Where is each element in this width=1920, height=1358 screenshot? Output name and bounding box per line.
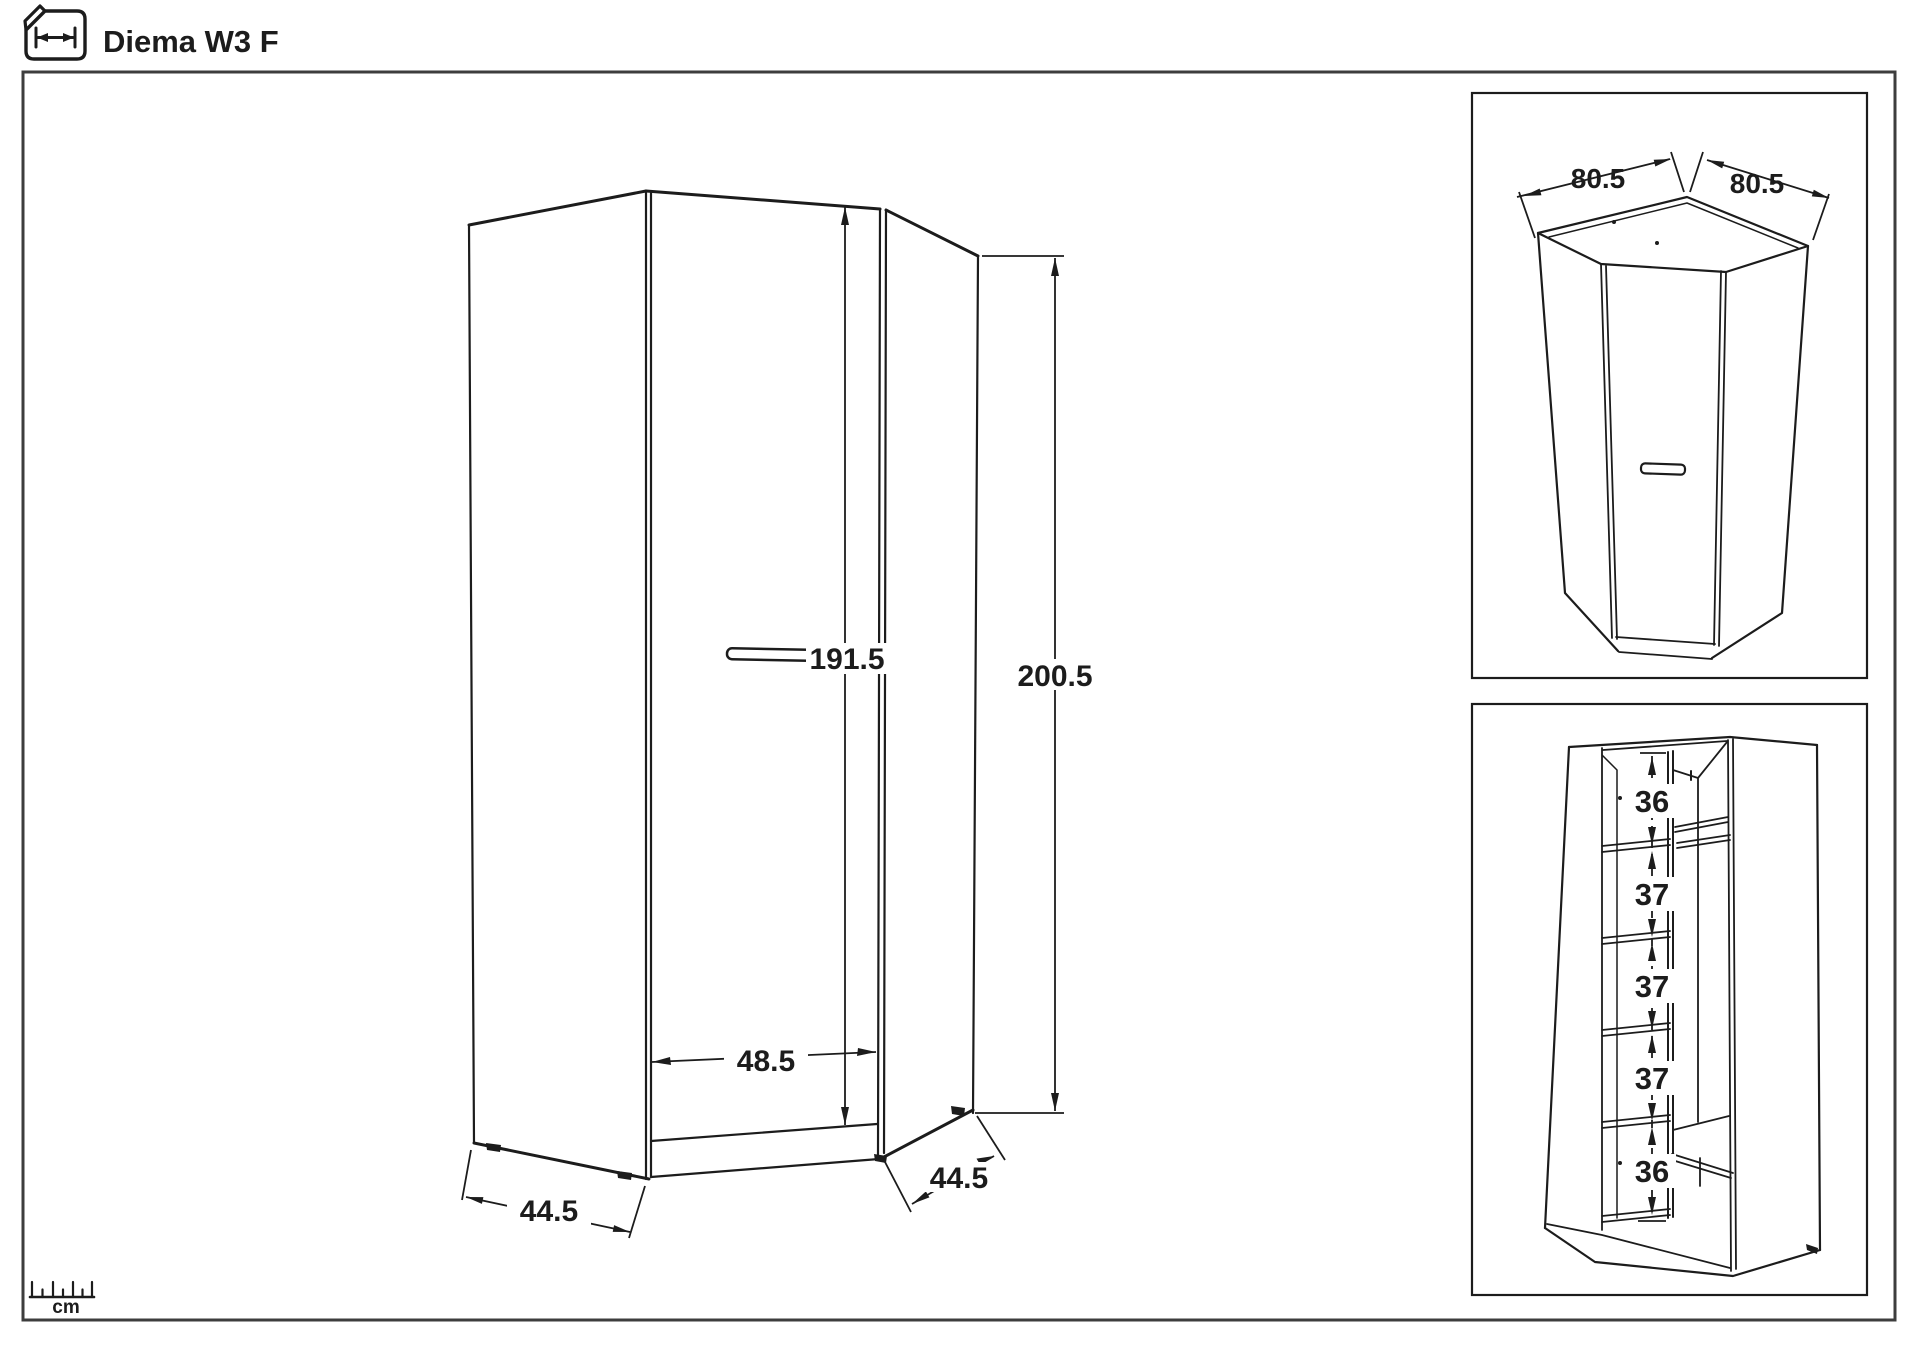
top-view: 80.5 80.5	[1516, 151, 1830, 660]
dim-door-width-label: 48.5	[737, 1045, 795, 1078]
door-handle	[725, 646, 815, 663]
dim-interior-sections: 36 37 37 37 36	[1628, 752, 1676, 1222]
section-height-label: 36	[1635, 1154, 1669, 1189]
footer-scale: cm	[28, 1280, 96, 1318]
dimension-arrow-icon	[23, 4, 87, 61]
dim-door-height: 191.5	[806, 207, 888, 1125]
dim-door-height-label: 191.5	[809, 643, 884, 676]
dim-total-height: 200.5	[975, 255, 1097, 1114]
dim-left-depth-label: 44.5	[520, 1195, 578, 1228]
ruler-icon	[28, 1280, 96, 1299]
section-height-label: 36	[1635, 784, 1669, 819]
section-height-label: 37	[1635, 969, 1669, 1004]
header: Diema W3 F	[23, 4, 279, 61]
dim-top-right-width: 80.5	[1706, 159, 1830, 241]
dim-right-depth: 44.5	[884, 1115, 1006, 1213]
cabinet-foot	[486, 1143, 501, 1152]
interior-view-panel-frame	[1470, 702, 1869, 1297]
drawing-frame	[21, 70, 1897, 1322]
dim-top-right-width-label: 80.5	[1730, 168, 1785, 199]
unit-label: cm	[52, 1297, 79, 1318]
door-handle-top-view	[1639, 462, 1687, 476]
cabinet-foot	[951, 1106, 965, 1116]
cabinet-foot	[874, 1154, 887, 1163]
dim-left-depth: 44.5	[461, 1149, 646, 1239]
cabinet-foot	[617, 1171, 632, 1180]
main-front-view: 191.5 200.5 48.5 44.5	[461, 189, 1097, 1239]
dim-top-left-width: 80.5	[1516, 151, 1704, 239]
section-height-label: 37	[1635, 1061, 1669, 1096]
dim-door-width: 48.5	[651, 1043, 877, 1078]
dim-right-depth-label: 44.5	[930, 1162, 988, 1195]
top-view-panel-frame	[1470, 91, 1869, 680]
dim-top-left-width-label: 80.5	[1571, 163, 1626, 194]
clothes-rail	[1674, 816, 1729, 833]
section-height-label: 37	[1635, 877, 1669, 912]
interior-view: 36 37 37 37 36	[1543, 735, 1822, 1278]
page-title: Diema W3 F	[103, 24, 279, 59]
dim-total-height-label: 200.5	[1017, 660, 1092, 693]
